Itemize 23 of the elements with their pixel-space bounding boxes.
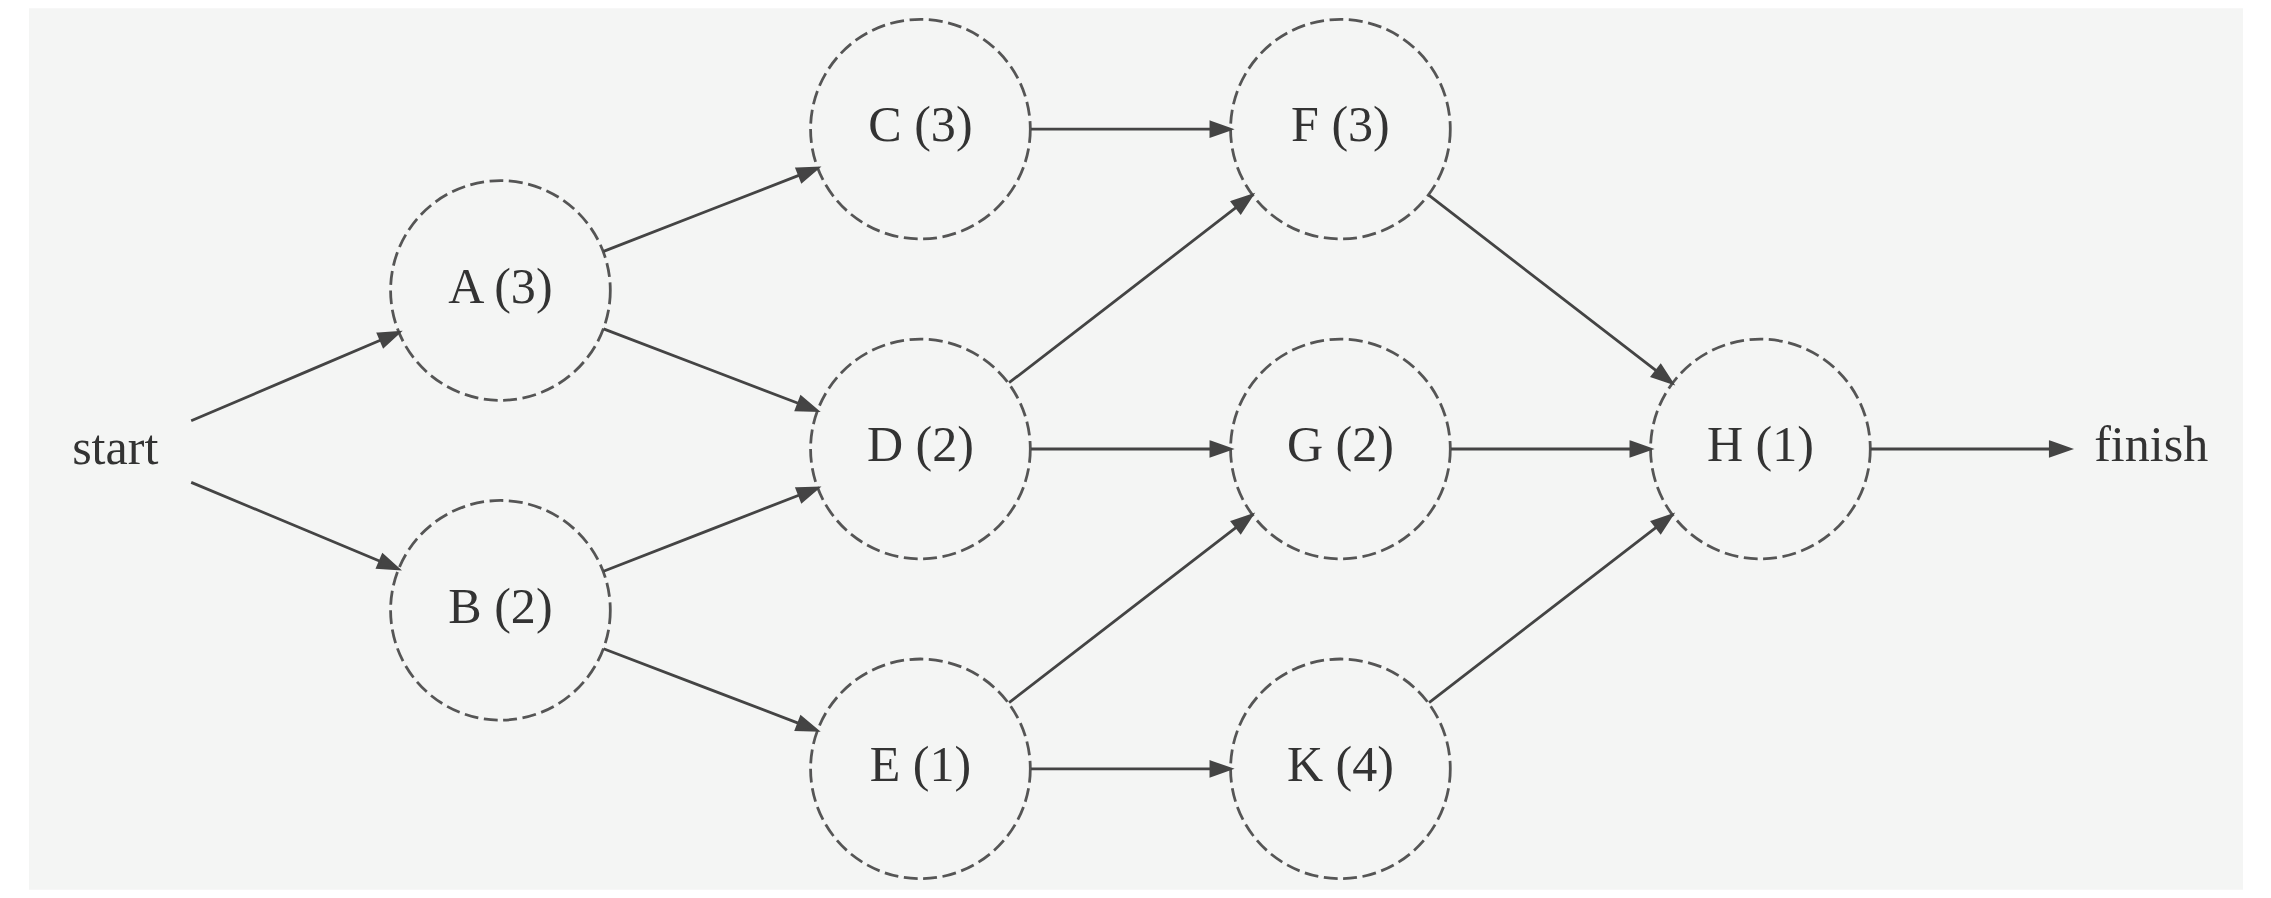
- node-circle: A (3): [388, 179, 612, 402]
- arrow: [602, 166, 821, 253]
- arrow: [190, 481, 402, 571]
- node-text: finish: [2093, 416, 2208, 473]
- arrow: [1030, 760, 1235, 778]
- node-circle: B (2): [388, 499, 612, 722]
- arrow: [190, 330, 403, 422]
- node-circle: E (1): [808, 657, 1032, 881]
- node-circle: C (3): [808, 17, 1032, 241]
- arrow: [602, 486, 821, 573]
- arrow: [1007, 512, 1255, 704]
- arrow: [1007, 192, 1255, 384]
- arrow: [1450, 440, 1655, 458]
- arrow: [1030, 120, 1235, 138]
- node-text: start: [71, 419, 158, 476]
- arrow: [602, 327, 821, 412]
- node-circle: D (2): [808, 337, 1032, 561]
- arrow: [1427, 194, 1675, 386]
- arrow: [602, 647, 821, 732]
- node-circle: K (4): [1228, 657, 1452, 881]
- arrow: [1870, 440, 2074, 458]
- arrow: [1427, 512, 1675, 704]
- arrow: [1030, 440, 1235, 458]
